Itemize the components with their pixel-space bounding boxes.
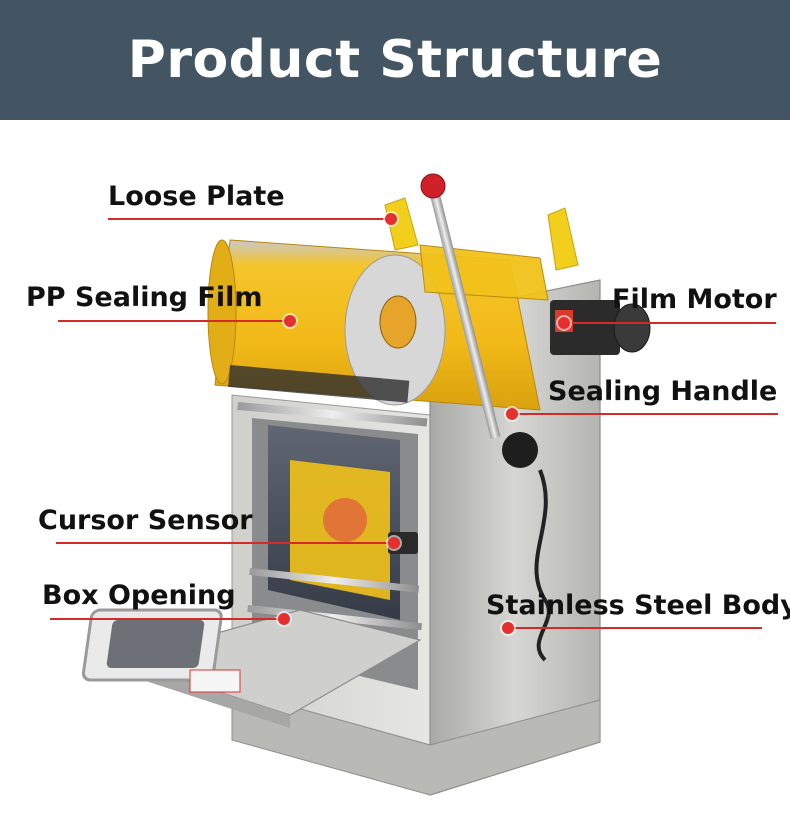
power-cable — [534, 469, 551, 662]
dot-loose-plate — [385, 213, 397, 225]
dot-cursor-sensor — [388, 537, 400, 549]
line-sealing-handle — [512, 413, 778, 415]
tray-warning-sticker — [189, 669, 241, 693]
film-print-mascot — [323, 498, 367, 542]
film-roll-end-left — [207, 239, 237, 385]
label-film-motor: Film Motor — [612, 284, 777, 315]
dot-box-opening — [278, 613, 290, 625]
guide-rod-bottom — [247, 605, 423, 631]
machine-illustration — [81, 173, 651, 796]
dot-film-motor — [558, 317, 570, 329]
body-base — [231, 689, 601, 796]
film-motor-cap — [613, 303, 651, 353]
label-pp-sealing-film: PP Sealing Film — [26, 282, 263, 313]
label-cursor-sensor: Cursor Sensor — [38, 505, 253, 536]
guide-rod-upper — [237, 402, 428, 427]
film-roll-print-band — [228, 365, 410, 403]
dot-pp-sealing-film — [284, 315, 296, 327]
sealing-handle-hub — [502, 432, 538, 468]
diagram-stage: Loose Plate PP Sealing Film Film Motor S… — [0, 120, 790, 830]
film-roll-core — [379, 295, 417, 349]
line-loose-plate — [108, 218, 391, 220]
label-box-opening: Box Opening — [42, 580, 236, 611]
line-box-opening — [50, 618, 284, 620]
guide-rod-lower — [249, 568, 420, 593]
dot-sealing-handle — [506, 408, 518, 420]
line-film-motor — [564, 322, 776, 324]
label-stainless-steel-body: Stainless Steel Body — [486, 590, 790, 621]
sealing-handle-rod — [430, 193, 501, 439]
line-stainless-steel-body — [508, 627, 762, 629]
header-banner: Product Structure — [0, 0, 790, 120]
label-sealing-handle: Sealing Handle — [548, 376, 778, 407]
sealing-handle-knob — [420, 173, 446, 199]
dot-stainless-steel-body — [502, 622, 514, 634]
loose-plate-left — [384, 197, 419, 251]
line-pp-sealing-film — [58, 320, 290, 322]
loose-plate-right — [547, 207, 579, 271]
film-roll-rear — [419, 244, 549, 301]
box-opening-hole — [106, 620, 205, 668]
label-loose-plate: Loose Plate — [108, 181, 285, 212]
page-title: Product Structure — [127, 30, 663, 90]
line-cursor-sensor — [56, 542, 394, 544]
